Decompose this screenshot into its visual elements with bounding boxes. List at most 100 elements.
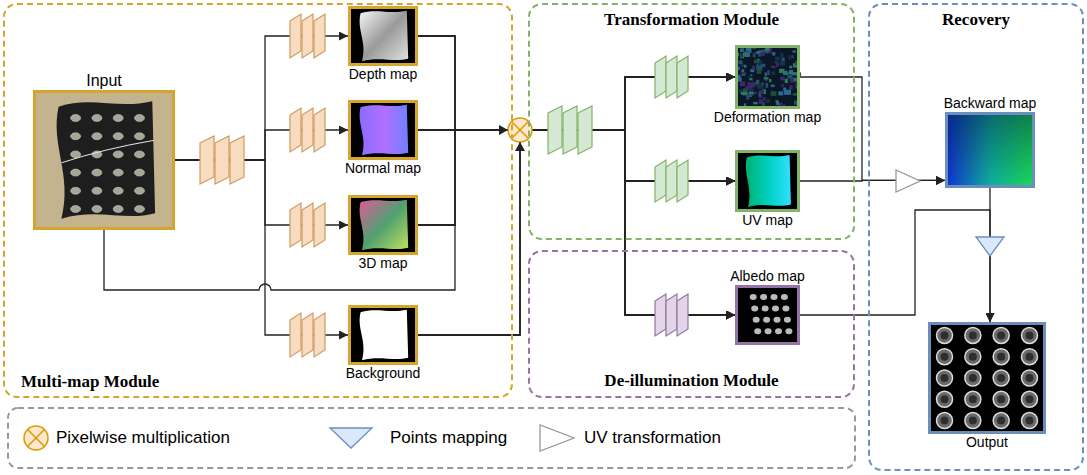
- noise-speck: [759, 60, 762, 65]
- output-dot: [965, 370, 981, 386]
- conv-layer: [677, 294, 688, 336]
- conv-layer: [200, 136, 214, 184]
- output-dot: [993, 391, 1009, 407]
- document-dot: [135, 115, 145, 122]
- noise-speck: [784, 91, 789, 95]
- output-dot-core: [941, 374, 949, 382]
- module-title-holder: De-illumination Module: [604, 371, 778, 391]
- output-dot: [937, 391, 953, 407]
- noise-speck: [757, 84, 761, 88]
- thumbnail-art: [348, 6, 418, 66]
- albedo-dot: [751, 305, 758, 311]
- output-dot-core: [1025, 331, 1033, 339]
- albedo-dot: [775, 328, 782, 334]
- output-dot-core: [1025, 417, 1033, 425]
- noise-speck: [781, 84, 784, 87]
- noise-speck: [779, 69, 784, 73]
- multiply-cross: [28, 430, 45, 447]
- thumbnail-art: [348, 195, 418, 255]
- noise-speck: [774, 61, 777, 63]
- conv-block: [290, 14, 325, 58]
- output-dot-core: [1025, 395, 1033, 403]
- legend-entry: Points mapping: [390, 428, 507, 448]
- document-dot: [92, 133, 102, 140]
- map-thumbnail: Albedo map: [735, 285, 800, 345]
- document-dot: [92, 115, 102, 122]
- albedo-dot: [760, 294, 767, 300]
- map-label: Deformation map: [714, 109, 821, 125]
- noise-speck: [741, 53, 743, 57]
- map-label-holder: Deformation map: [714, 109, 821, 126]
- noise-speck: [756, 51, 761, 54]
- map-thumbnail: Background: [348, 305, 418, 365]
- conv-block: [200, 136, 244, 184]
- document-crease: [61, 140, 153, 162]
- conv-block: [655, 294, 688, 336]
- document-dot: [113, 151, 123, 158]
- conv-layer: [677, 56, 688, 98]
- conv-layer: [302, 203, 313, 247]
- thumbnail-art: [928, 322, 1046, 434]
- map-label-holder: Depth map: [349, 66, 417, 83]
- module-group: Multi-map ModuleInputDepth mapNormal map…: [3, 3, 513, 398]
- output-dot: [1021, 327, 1037, 343]
- conv-layer: [655, 294, 666, 336]
- output-dot-core: [997, 353, 1005, 361]
- albedo-dot: [763, 317, 770, 323]
- legend-entry: Pixelwise multiplication: [56, 428, 230, 448]
- albedo-dot: [771, 294, 778, 300]
- map-thumbnail: Depth map: [348, 6, 418, 66]
- map-thumbnail: Output: [928, 322, 1046, 434]
- thumbnail-art: [348, 100, 418, 160]
- noise-speck: [741, 48, 745, 52]
- noise-speck: [761, 82, 764, 85]
- output-dot: [937, 370, 953, 386]
- thumbnail-ground: [928, 322, 1046, 434]
- conv-layer: [314, 108, 325, 152]
- map-label: 3D map: [358, 255, 407, 271]
- noise-speck: [758, 92, 761, 96]
- thumbnail-art: [735, 45, 801, 109]
- conv-layer: [548, 106, 562, 154]
- output-dot: [965, 349, 981, 365]
- document-dot: [71, 187, 81, 194]
- conv-layer: [215, 136, 229, 184]
- noise-speck: [754, 82, 756, 86]
- thumbnail-ground: [348, 195, 418, 255]
- conv-block: [290, 203, 325, 247]
- noise-speck: [749, 92, 754, 95]
- document-dot: [113, 206, 123, 213]
- output-dot-core: [941, 331, 949, 339]
- legend-text: Points mapping: [390, 428, 507, 447]
- output-dot: [965, 391, 981, 407]
- output-dot-core: [941, 417, 949, 425]
- albedo-dot: [753, 317, 760, 323]
- module-group: De-illumination Module Albedo map: [528, 250, 855, 398]
- document-dot: [92, 187, 102, 194]
- map-label-holder: Albedo map: [730, 268, 805, 285]
- conv-layer: [314, 14, 325, 58]
- flow-arrow: [418, 130, 735, 315]
- multiply-cross: [512, 122, 529, 139]
- noise-speck: [778, 91, 783, 95]
- albedo-dot: [772, 305, 779, 311]
- map-label: UV map: [742, 212, 793, 228]
- noise-speck: [795, 61, 797, 65]
- flow-arrow: [418, 130, 735, 315]
- noise-speck: [787, 75, 792, 78]
- output-dot: [993, 327, 1009, 343]
- noise-speck: [744, 65, 746, 68]
- albedo-dot: [782, 305, 789, 311]
- legend-text: UV transformation: [584, 428, 721, 447]
- map-label: Backward map: [944, 95, 1037, 111]
- output-dot: [993, 370, 1009, 386]
- output-dot-core: [997, 395, 1005, 403]
- output-dot: [993, 349, 1009, 365]
- map-thumbnail: Normal map: [348, 100, 418, 160]
- map-label: Background: [346, 365, 421, 381]
- map-label-holder: Input: [86, 71, 122, 90]
- conv-layer: [655, 160, 666, 202]
- noise-speck: [771, 85, 775, 87]
